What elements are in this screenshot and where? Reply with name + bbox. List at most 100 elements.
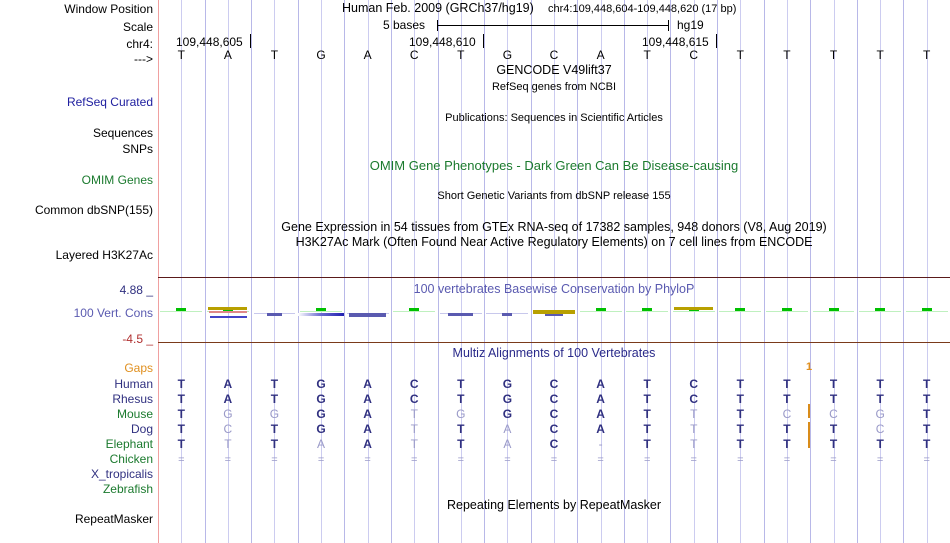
ruler-tick-label-1: 109,448,605 xyxy=(176,35,243,49)
multiz-base-rhesus: T xyxy=(783,392,791,406)
conservation-bar xyxy=(828,308,839,312)
conservation-bar xyxy=(409,308,420,312)
track-title-gencode: GENCODE V49lift37 xyxy=(496,63,612,77)
multiz-base-human: T xyxy=(876,377,884,391)
multiz-base-human: C xyxy=(409,377,419,391)
multiz-base-dog: C xyxy=(875,422,885,436)
label-panel-divider xyxy=(158,0,159,543)
gridline-base-boundary xyxy=(857,0,858,543)
cons-axis-max: 4.88 _ xyxy=(119,283,153,297)
multiz-base-dog: T xyxy=(923,422,931,436)
label-omim-genes[interactable]: OMIM Genes xyxy=(81,173,153,187)
multiz-base-chicken: = xyxy=(457,454,465,466)
label-species-human[interactable]: Human xyxy=(114,377,153,391)
label-species-mouse[interactable]: Mouse xyxy=(116,407,153,421)
gridline-base-center xyxy=(554,0,555,543)
multiz-base-chicken: = xyxy=(876,454,884,466)
multiz-base-human: A xyxy=(363,377,372,391)
multiz-base-rhesus: T xyxy=(457,392,465,406)
gridline-base-boundary xyxy=(344,0,345,543)
reference-base: T xyxy=(177,48,185,62)
multiz-base-chicken: = xyxy=(364,454,371,466)
track-title-gtex: Gene Expression in 54 tissues from GTEx … xyxy=(281,220,827,234)
multiz-base-mouse: T xyxy=(410,407,418,421)
label-refseq-curated[interactable]: RefSeq Curated xyxy=(66,95,153,109)
gridline-base-center xyxy=(834,0,835,543)
label-species-x-tropicalis[interactable]: X_tropicalis xyxy=(90,467,153,481)
multiz-base-elephant: A xyxy=(503,437,512,451)
reference-base: T xyxy=(736,48,745,62)
multiz-base-elephant: C xyxy=(549,437,559,451)
reference-base: G xyxy=(316,48,326,62)
multiz-base-human: C xyxy=(689,377,699,391)
multiz-base-rhesus: C xyxy=(689,392,699,406)
label-species-dog[interactable]: Dog xyxy=(130,422,153,436)
multiz-base-elephant: T xyxy=(783,437,791,451)
scale-tick-right xyxy=(668,20,669,31)
reference-base: T xyxy=(643,48,651,62)
conservation-whisker xyxy=(765,311,808,312)
conservation-track-bottom-border xyxy=(158,342,950,343)
multiz-base-rhesus: T xyxy=(643,392,651,406)
multiz-base-human: A xyxy=(223,377,233,391)
multiz-base-rhesus: A xyxy=(363,392,372,406)
conservation-whisker xyxy=(160,311,203,312)
label-species-rhesus[interactable]: Rhesus xyxy=(112,392,153,406)
gridline-base-center xyxy=(647,0,648,543)
multiz-base-elephant: A xyxy=(363,437,372,451)
reference-base: C xyxy=(549,48,559,62)
label-snps[interactable]: SNPs xyxy=(122,142,153,156)
label-100-vert-cons[interactable]: 100 Vert. Cons xyxy=(73,306,153,320)
label-sequences[interactable]: Sequences xyxy=(92,126,153,140)
gridline-base-center xyxy=(461,0,462,543)
label-repeatmasker[interactable]: RepeatMasker xyxy=(74,512,153,526)
label-species-elephant[interactable]: Elephant xyxy=(105,437,153,451)
label-layered-h3k27ac[interactable]: Layered H3K27Ac xyxy=(55,248,153,262)
track-title-repeatmasker: Repeating Elements by RepeatMasker xyxy=(446,498,661,512)
multiz-base-elephant: T xyxy=(270,437,279,451)
multiz-base-human: C xyxy=(549,377,559,391)
multiz-base-rhesus: G xyxy=(502,392,513,406)
multiz-base-mouse: C xyxy=(829,407,838,421)
multiz-base-human: T xyxy=(923,377,931,391)
conservation-bar xyxy=(921,308,932,312)
multiz-base-human: G xyxy=(316,377,326,391)
multiz-base-rhesus: A xyxy=(596,392,605,406)
conservation-whisker xyxy=(393,311,436,312)
gridline-base-boundary xyxy=(577,0,578,543)
multiz-base-human: G xyxy=(502,377,513,391)
gridline-base-center xyxy=(228,0,229,543)
multiz-base-rhesus: T xyxy=(876,392,884,406)
multiz-base-mouse: G xyxy=(502,407,513,421)
multiz-base-mouse: G xyxy=(269,407,280,421)
multiz-base-dog: A xyxy=(363,422,372,436)
multiz-base-rhesus: T xyxy=(829,392,838,406)
multiz-base-mouse: G xyxy=(316,407,326,421)
conservation-whisker xyxy=(812,311,855,312)
gridline-base-boundary xyxy=(670,0,671,543)
multiz-base-rhesus: C xyxy=(409,392,419,406)
conservation-whisker xyxy=(579,311,622,312)
label-gaps[interactable]: Gaps xyxy=(124,361,153,375)
conservation-bar-accent xyxy=(533,310,575,315)
label-species-zebrafish[interactable]: Zebrafish xyxy=(102,482,153,496)
label-species-chicken[interactable]: Chicken xyxy=(109,452,153,466)
cons-axis-min: -4.5 _ xyxy=(122,332,153,346)
conservation-bar xyxy=(642,308,653,312)
track-title-refseq-ncbi: RefSeq genes from NCBI xyxy=(491,81,617,93)
multiz-base-dog: C xyxy=(223,422,233,436)
conservation-whisker xyxy=(905,311,948,312)
scale-tick-left xyxy=(437,20,438,31)
label-common-dbsnp[interactable]: Common dbSNP(155) xyxy=(34,203,153,217)
label-scale: Scale xyxy=(122,20,153,34)
gap-bar-upper xyxy=(808,404,810,418)
multiz-base-elephant: T xyxy=(643,437,651,451)
multiz-base-rhesus: T xyxy=(923,392,931,406)
gridline-base-boundary xyxy=(298,0,299,543)
gridline-base-center xyxy=(368,0,369,543)
ruler-tick-mark-2 xyxy=(483,34,484,48)
reference-base: A xyxy=(223,48,232,62)
track-title-publications: Publications: Sequences in Scientific Ar… xyxy=(445,112,663,124)
multiz-base-rhesus: T xyxy=(177,392,185,406)
multiz-base-chicken: = xyxy=(830,454,837,466)
